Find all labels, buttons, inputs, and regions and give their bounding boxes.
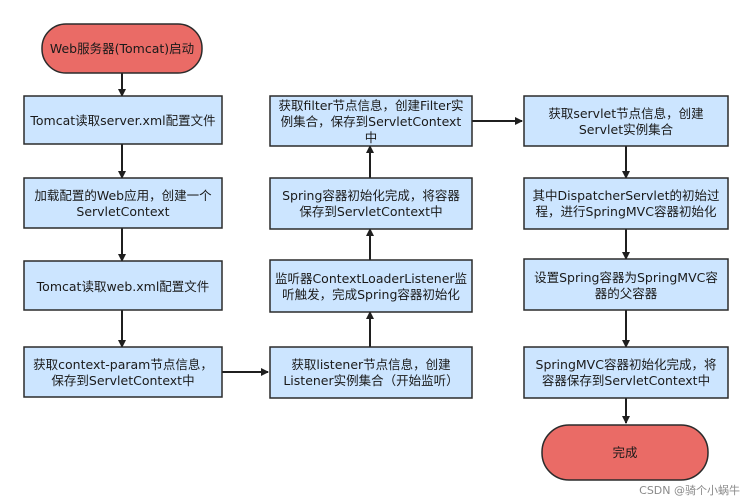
dispatcher-init-step	[523, 177, 729, 230]
set-parent-step	[523, 258, 729, 311]
get-listener-step	[269, 346, 473, 399]
read-server-xml-step	[23, 95, 223, 145]
node-label-line: SpringMVC容器初始化完成，将	[536, 357, 717, 372]
read-web-xml-step	[23, 260, 223, 311]
node-label-line: 其中DispatcherServlet的初始过	[533, 188, 720, 203]
start-terminal	[41, 23, 203, 74]
node-label-line: Listener实例集合（开始监听）	[283, 373, 458, 388]
get-context-param-step-label: 获取context-param节点信息，保存到ServletContext中	[33, 357, 213, 388]
node-label-line: 保存到ServletContext中	[299, 204, 442, 219]
node-label-line: 容器保存到ServletContext中	[542, 373, 710, 388]
node-label-line: 加载配置的Web应用，创建一个	[34, 188, 212, 203]
node-label-line: 获取context-param节点信息，	[33, 357, 213, 372]
read-web-xml-step-label: Tomcat读取web.xml配置文件	[36, 279, 210, 294]
node-label-line: 器的父容器	[595, 286, 658, 301]
node-label-line: 获取servlet节点信息，创建	[548, 106, 704, 121]
node-label-line: Tomcat读取server.xml配置文件	[29, 113, 215, 128]
mvc-init-done-step-label: SpringMVC容器初始化完成，将容器保存到ServletContext中	[536, 357, 717, 388]
read-server-xml-step-label: Tomcat读取server.xml配置文件	[29, 113, 215, 128]
node-label-line: 中	[365, 130, 378, 145]
dispatcher-init-step-label: 其中DispatcherServlet的初始过程，进行SpringMVC容器初始…	[533, 188, 720, 219]
node-label-line: Servlet实例集合	[579, 122, 674, 137]
node-label-line: 程，进行SpringMVC容器初始化	[536, 204, 717, 219]
node-label-line: Spring容器初始化完成，将容器	[282, 188, 460, 203]
mvc-init-done-step	[523, 346, 729, 399]
load-web-app-step	[23, 177, 223, 229]
spring-init-done-step	[269, 177, 473, 230]
node-label-line: 保存到ServletContext中	[51, 373, 194, 388]
node-label-line: 听触发，完成Spring容器初始化	[282, 287, 460, 302]
get-context-param-step	[23, 346, 223, 398]
node-label-line: 完成	[612, 445, 637, 460]
node-label-line: Web服务器(Tomcat)启动	[50, 41, 194, 56]
spring-init-done-step-label: Spring容器初始化完成，将容器保存到ServletContext中	[282, 188, 460, 219]
node-label-line: Tomcat读取web.xml配置文件	[36, 279, 210, 294]
node-label-line: 监听器ContextLoaderListener监	[275, 271, 467, 286]
end-terminal-label: 完成	[612, 445, 637, 460]
node-label-line: 设置Spring容器为SpringMVC容	[534, 270, 718, 285]
get-filter-step-label: 获取filter节点信息，创建Filter实例集合，保存到ServletCont…	[278, 98, 463, 145]
start-terminal-label: Web服务器(Tomcat)启动	[50, 41, 194, 56]
set-parent-step-label: 设置Spring容器为SpringMVC容器的父容器	[534, 270, 718, 301]
listener-trigger-step	[269, 259, 473, 313]
csdn-watermark: CSDN @骑个小蜗牛	[639, 483, 740, 497]
node-label-line: ServletContext	[76, 204, 169, 219]
node-label-line: 获取filter节点信息，创建Filter实	[278, 98, 463, 113]
get-filter-step	[269, 95, 473, 147]
end-terminal	[541, 424, 709, 481]
node-label-line: 例集合，保存到ServletContext	[281, 114, 462, 129]
node-label-line: 获取listener节点信息，创建	[291, 357, 451, 372]
listener-trigger-step-label: 监听器ContextLoaderListener监听触发，完成Spring容器初…	[275, 271, 467, 302]
get-servlet-step	[523, 95, 729, 147]
